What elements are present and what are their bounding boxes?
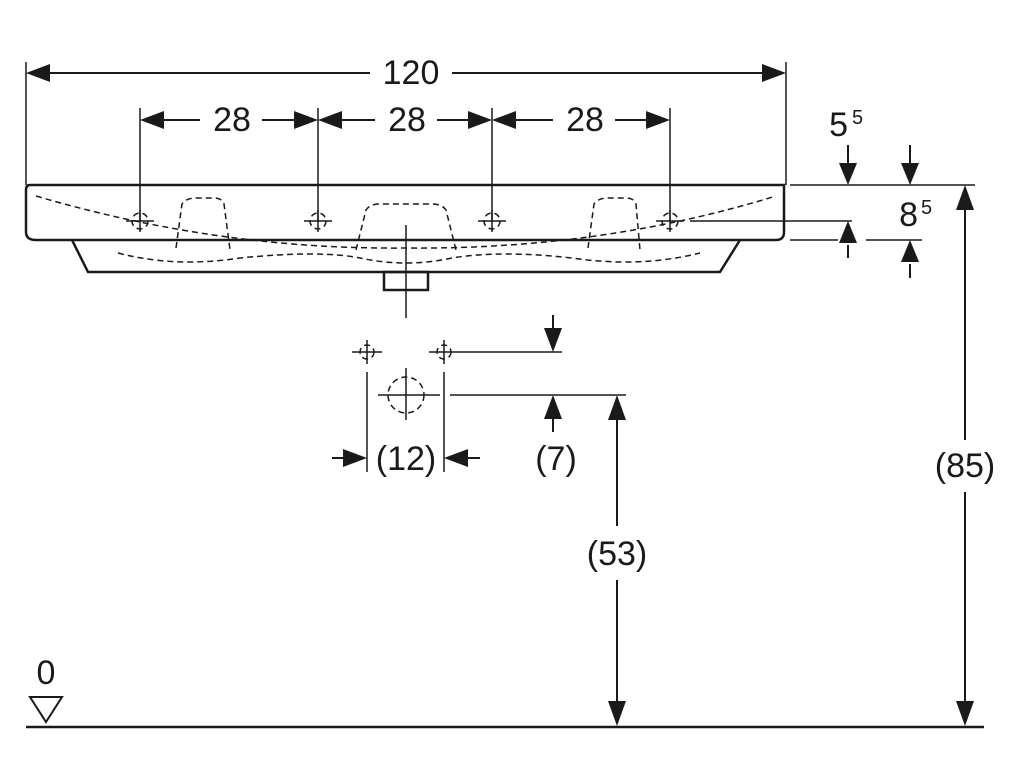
tap-hole-1 <box>126 210 154 232</box>
fixing-height-label: (7) <box>535 440 577 478</box>
arrow-left <box>26 64 50 82</box>
tap-hole-2 <box>304 210 332 232</box>
waste-height-dimension: (53) <box>587 395 647 726</box>
floor-level-marker-icon <box>28 696 64 724</box>
top-offset-superscript: 5 <box>852 107 863 129</box>
rim-to-floor-label: (85) <box>935 447 995 485</box>
tap-hole-4 <box>656 210 684 232</box>
arrow-right <box>762 64 786 82</box>
waste-outlet-centre <box>378 368 440 420</box>
hole-spacing-dimensions: 28 28 28 <box>139 101 671 222</box>
fixing-point-left <box>352 340 382 364</box>
overall-width-dimension: 120 <box>25 54 787 185</box>
wall-fixing-detail: (12) (7) <box>332 315 626 478</box>
fixing-point-right <box>429 340 562 364</box>
hole-spacing-label-1: 28 <box>213 101 251 139</box>
floor-level-label: 0 <box>37 654 56 692</box>
hole-spacing-label-3: 28 <box>566 101 604 139</box>
floor-level: 0 <box>26 654 984 729</box>
washbasin-body <box>24 183 786 318</box>
top-offset-label: 5 <box>829 106 848 144</box>
rim-height-dimension: (85) <box>935 185 995 726</box>
overall-width-label: 120 <box>383 54 440 92</box>
rim-height-label: 8 <box>899 196 918 234</box>
fixing-spacing-label: (12) <box>376 440 436 478</box>
rim-height-superscript: 5 <box>921 197 932 219</box>
tap-hole-3 <box>478 210 506 232</box>
rim-offset-dimensions: 5 5 8 5 <box>690 106 975 278</box>
waste-height-label: (53) <box>587 535 647 573</box>
hole-spacing-label-2: 28 <box>388 101 426 139</box>
